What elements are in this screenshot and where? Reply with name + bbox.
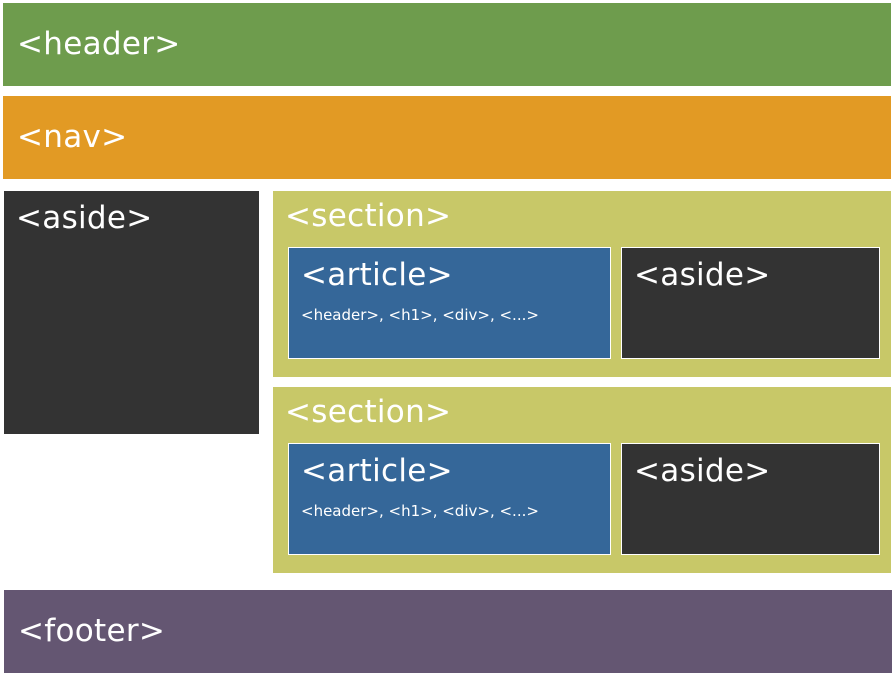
article-block: <article> <header>, <h1>, <div>, <...>: [288, 443, 611, 555]
aside-left-block: <aside>: [4, 191, 259, 434]
aside-inner-block: <aside>: [621, 247, 880, 359]
header-label: <header>: [17, 26, 181, 62]
section-block-1: <section> <article> <header>, <h1>, <div…: [273, 191, 891, 377]
footer-block: <footer>: [4, 590, 892, 673]
aside-left-label: <aside>: [16, 200, 153, 236]
aside-inner-block: <aside>: [621, 443, 880, 555]
header-block: <header>: [3, 3, 891, 86]
nav-block: <nav>: [3, 96, 891, 179]
article-label: <article>: [301, 453, 453, 489]
article-block: <article> <header>, <h1>, <div>, <...>: [288, 247, 611, 359]
section-label: <section>: [285, 394, 452, 430]
aside-inner-label: <aside>: [634, 257, 771, 293]
article-children-label: <header>, <h1>, <div>, <...>: [301, 502, 539, 520]
article-label: <article>: [301, 257, 453, 293]
section-label: <section>: [285, 198, 452, 234]
aside-inner-label: <aside>: [634, 453, 771, 489]
article-children-label: <header>, <h1>, <div>, <...>: [301, 306, 539, 324]
nav-label: <nav>: [17, 119, 128, 155]
footer-label: <footer>: [18, 613, 166, 649]
section-block-2: <section> <article> <header>, <h1>, <div…: [273, 387, 891, 573]
